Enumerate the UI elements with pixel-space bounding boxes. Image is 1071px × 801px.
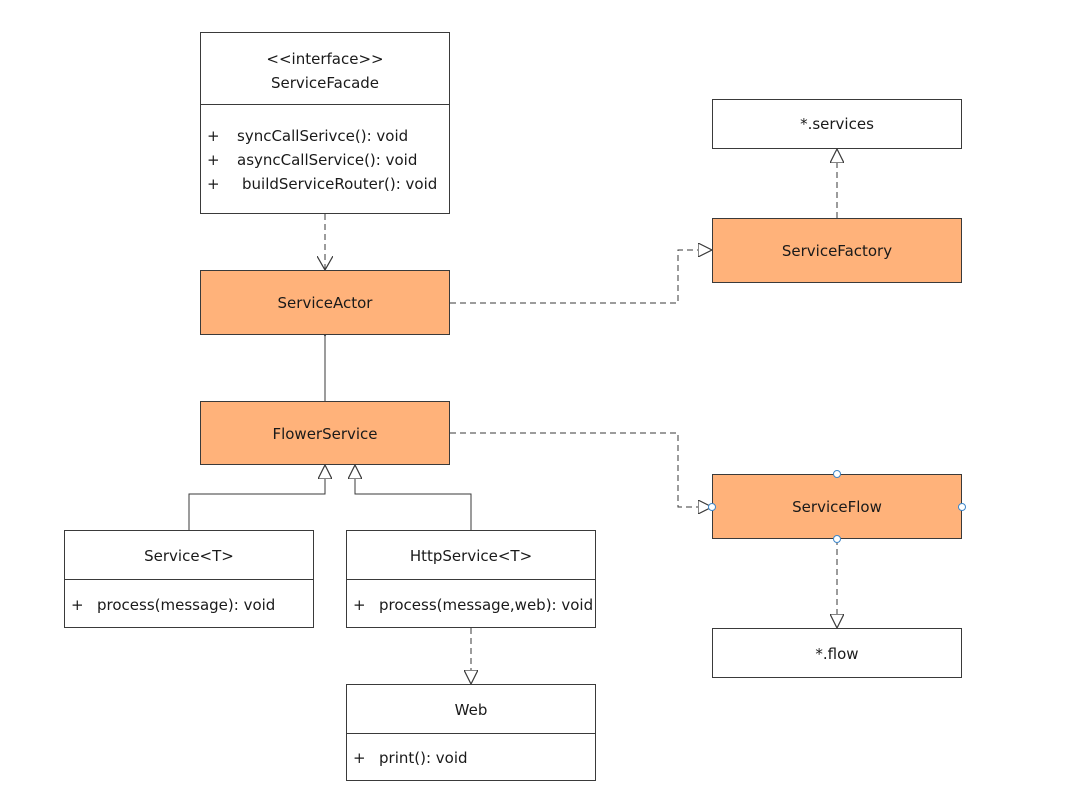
package-flow[interactable]: *.flow xyxy=(712,628,962,678)
class-name: Service<T> xyxy=(144,547,234,565)
visibility-marker: + xyxy=(353,596,366,614)
method-signature: buildServiceRouter(): void xyxy=(242,175,438,193)
class-service-factory[interactable]: ServiceFactory xyxy=(712,218,962,283)
package-name: *.flow xyxy=(815,645,859,663)
class-service-flow[interactable]: ServiceFlow xyxy=(712,474,962,539)
class-name: ServiceFacade xyxy=(270,74,380,92)
class-service-actor[interactable]: ServiceActor xyxy=(200,270,450,335)
selection-handle-left[interactable] xyxy=(708,503,716,511)
compartment-divider xyxy=(65,579,313,580)
visibility-marker: + xyxy=(353,749,366,767)
selection-handle-bottom[interactable] xyxy=(833,535,841,543)
class-name: FlowerService xyxy=(272,425,378,443)
class-name: ServiceFlow xyxy=(792,498,882,516)
dependency-flower-to-flow xyxy=(450,432,712,507)
selection-handle-right[interactable] xyxy=(958,503,966,511)
visibility-marker: + xyxy=(207,127,220,145)
package-name: *.services xyxy=(800,115,874,133)
class-http-service[interactable]: HttpService<T> + process(message,web): v… xyxy=(346,530,596,628)
selection-handle-top[interactable] xyxy=(833,470,841,478)
package-services[interactable]: *.services xyxy=(712,99,962,149)
visibility-marker: + xyxy=(71,596,84,614)
class-name: ServiceActor xyxy=(277,294,373,312)
class-service-facade[interactable]: <<interface>> ServiceFacade + syncCallSe… xyxy=(200,32,450,214)
method-signature: print(): void xyxy=(379,749,468,767)
generalization-service-to-flower xyxy=(188,465,325,530)
method-signature: process(message,web): void xyxy=(379,596,594,614)
class-name: HttpService<T> xyxy=(409,547,533,565)
compartment-divider xyxy=(347,733,595,734)
compartment-divider xyxy=(201,104,449,105)
stereotype-label: <<interface>> xyxy=(266,50,384,68)
visibility-marker: + xyxy=(207,175,220,193)
class-name: ServiceFactory xyxy=(781,242,893,260)
dependency-actor-to-factory xyxy=(450,250,712,304)
class-name: Web xyxy=(454,701,488,719)
method-signature: syncCallSerivce(): void xyxy=(237,127,409,145)
class-service-generic[interactable]: Service<T> + process(message): void xyxy=(64,530,314,628)
class-web[interactable]: Web + print(): void xyxy=(346,684,596,781)
generalization-httpservice-to-flower xyxy=(355,465,472,530)
class-flower-service[interactable]: FlowerService xyxy=(200,401,450,465)
method-signature: process(message): void xyxy=(97,596,276,614)
visibility-marker: + xyxy=(207,151,220,169)
method-signature: asyncCallService(): void xyxy=(237,151,418,169)
compartment-divider xyxy=(347,579,595,580)
